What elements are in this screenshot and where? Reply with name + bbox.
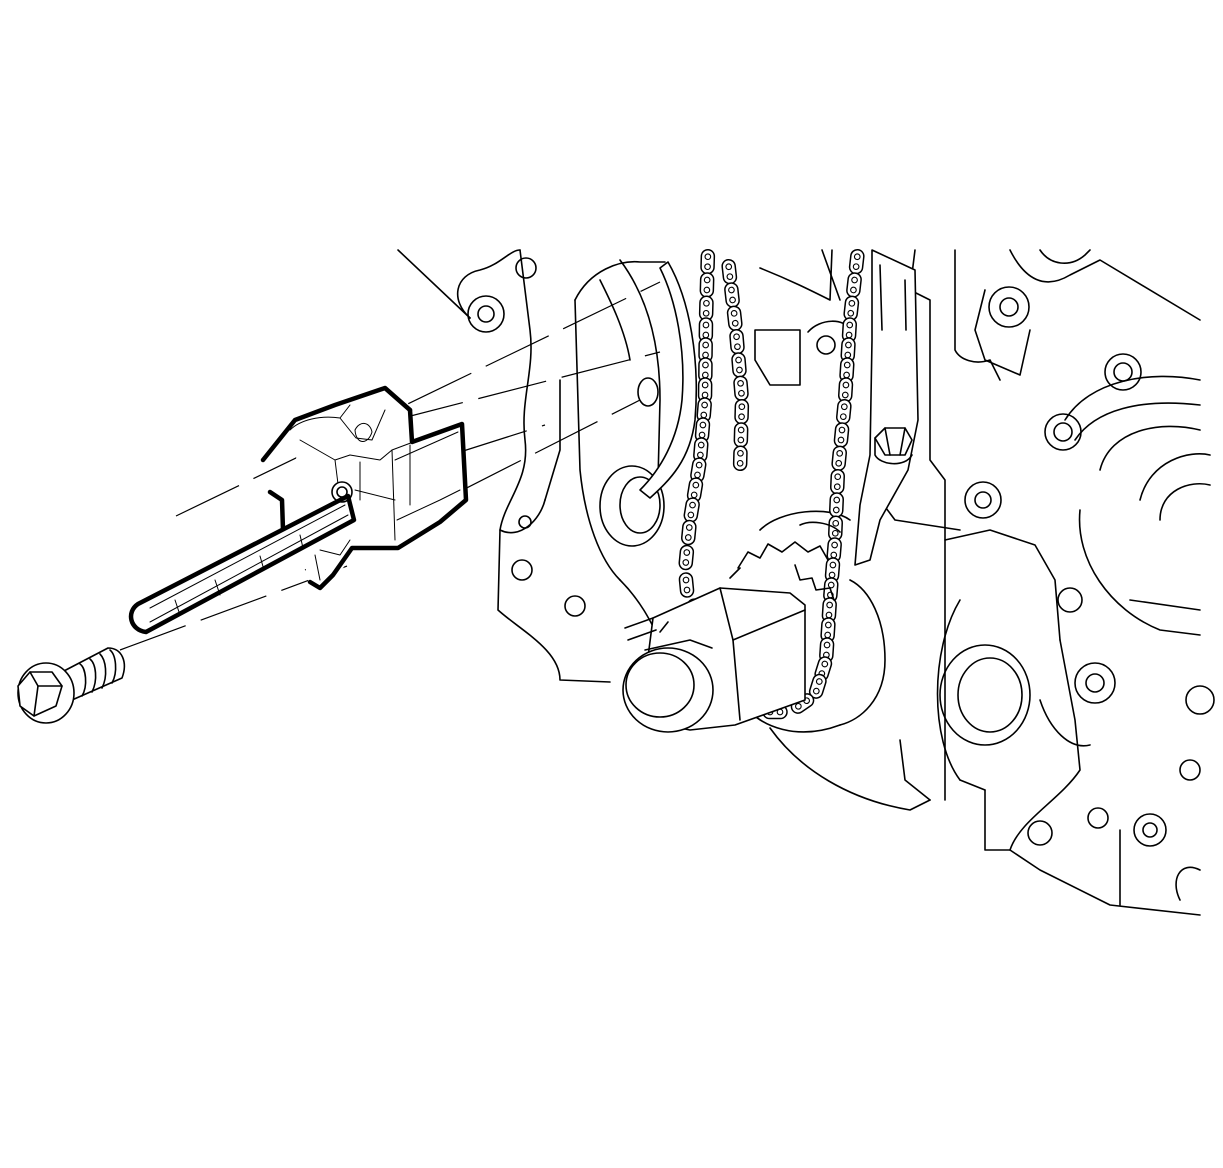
chain-link — [699, 272, 715, 298]
chain-link — [681, 519, 697, 546]
engine-block — [397, 249, 1215, 916]
chain-link — [732, 445, 748, 472]
chain-link — [700, 248, 716, 275]
chain-link — [678, 572, 695, 598]
chain-link — [843, 295, 860, 322]
chain-link — [839, 357, 855, 383]
chain-guide — [639, 249, 919, 566]
chain-link — [721, 258, 738, 285]
chain-link — [733, 375, 749, 402]
chain-link — [829, 492, 844, 518]
chain-link — [698, 337, 713, 363]
chain-link — [698, 295, 714, 322]
chain-link — [697, 377, 713, 403]
chain-link — [678, 544, 695, 571]
chain-link — [731, 352, 747, 378]
chain-link — [808, 673, 827, 699]
chain-link — [726, 305, 743, 332]
tensioner-bolt — [17, 647, 126, 724]
chain-link — [838, 377, 854, 403]
guide-bolt — [874, 427, 913, 465]
chain-link — [696, 397, 712, 423]
chain-link — [830, 468, 845, 495]
chain-link — [683, 497, 700, 523]
chain-link — [734, 398, 750, 425]
chain-link — [824, 557, 841, 583]
tensioner-rod — [128, 493, 357, 635]
chain-link — [836, 398, 852, 425]
chain-link — [733, 422, 749, 448]
timing-chain-tensioner — [260, 385, 469, 591]
chain-link — [846, 272, 862, 298]
chain-link — [831, 445, 847, 472]
chain-link — [724, 282, 740, 308]
chain-link — [690, 457, 707, 483]
chain-link — [833, 422, 850, 448]
timing-chain — [678, 248, 865, 720]
crankshaft-sprocket — [622, 521, 841, 733]
chain-link — [848, 248, 865, 275]
chain-link — [729, 328, 745, 355]
